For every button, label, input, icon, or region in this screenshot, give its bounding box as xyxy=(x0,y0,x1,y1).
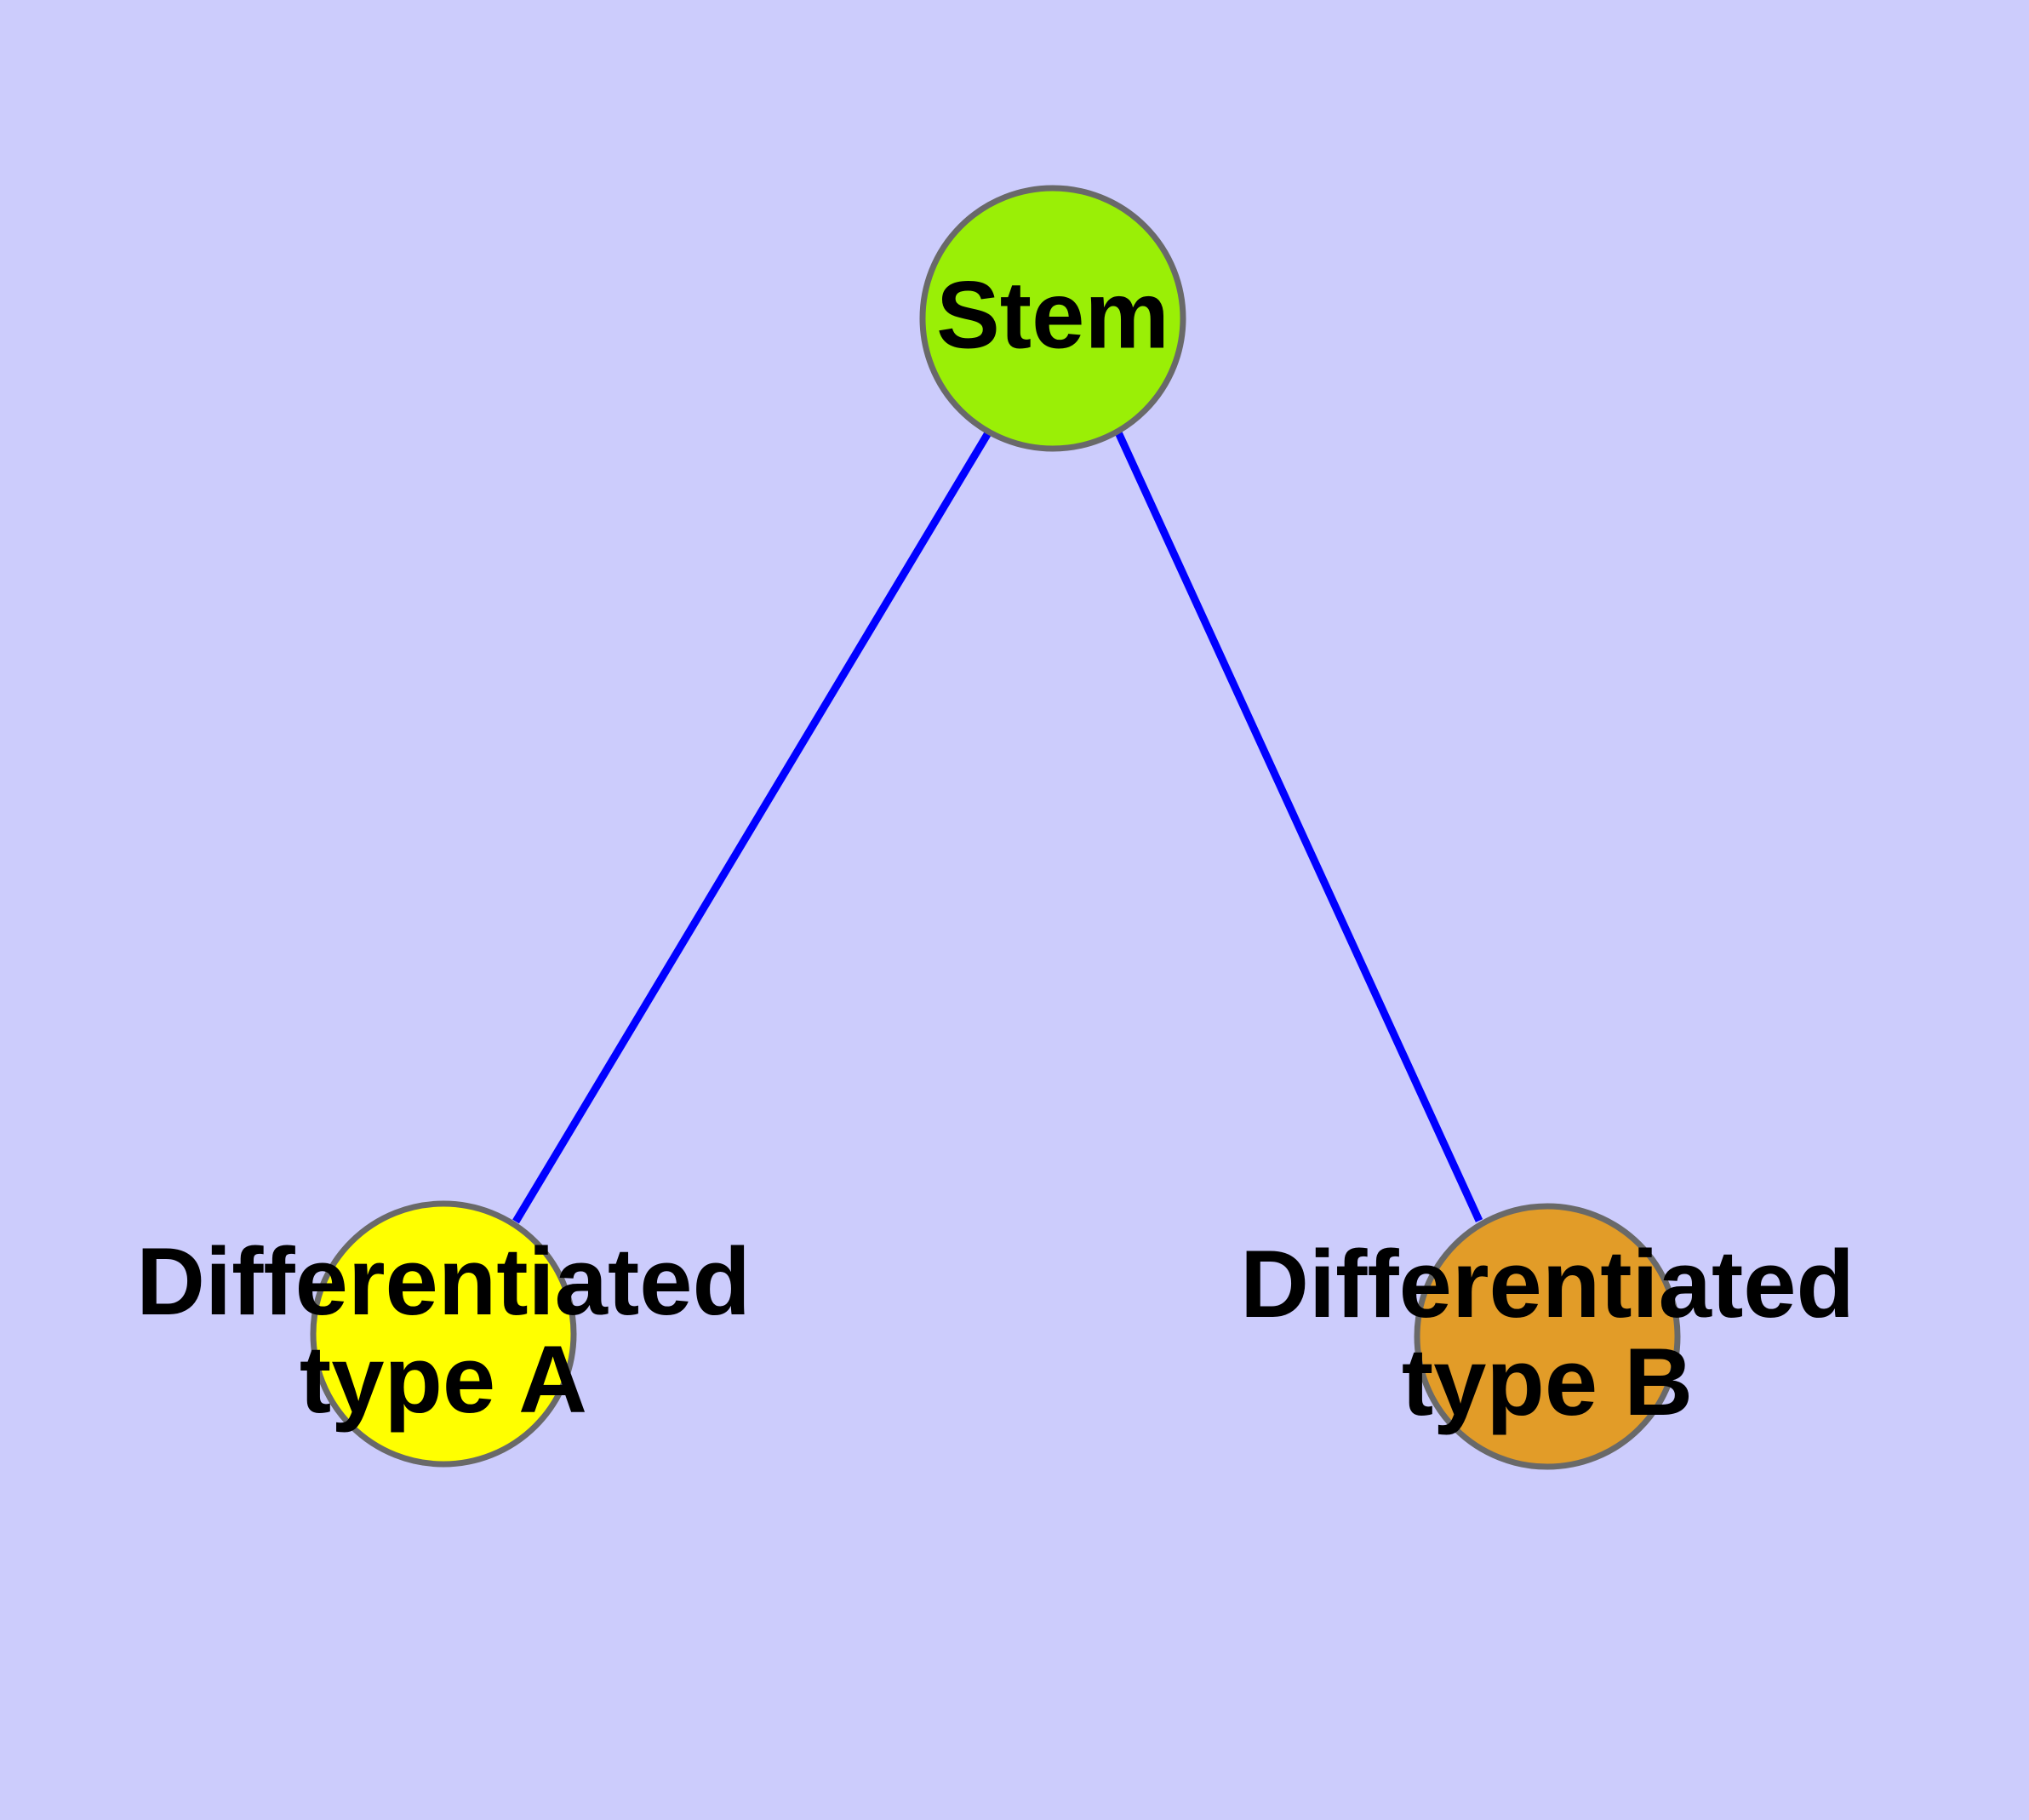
node-differentiated-type-a-circle[interactable] xyxy=(310,1200,577,1468)
node-differentiated-type-a-label-line1: Differentiated xyxy=(136,1228,751,1335)
node-differentiated-type-b-label-line1: Differentiated xyxy=(1240,1231,1855,1337)
edge-layer xyxy=(512,429,1483,1224)
node-stem[interactable]: Stem xyxy=(919,185,1186,452)
node-differentiated-type-a[interactable]: Differentiated type A xyxy=(136,1200,751,1468)
node-stem-label-line1: Stem xyxy=(936,262,1169,369)
edge-stem-to-differentiated-type-a[interactable] xyxy=(512,429,992,1224)
node-differentiated-type-a-label-line2: type A xyxy=(300,1326,587,1433)
node-differentiated-type-b-label-line2: type B xyxy=(1402,1329,1693,1435)
node-differentiated-type-b[interactable]: Differentiated type B xyxy=(1240,1203,1855,1470)
edge-stem-to-differentiated-type-b[interactable] xyxy=(1114,431,1483,1222)
node-differentiated-type-b-circle[interactable] xyxy=(1414,1203,1681,1470)
node-stem-circle[interactable] xyxy=(919,185,1186,452)
